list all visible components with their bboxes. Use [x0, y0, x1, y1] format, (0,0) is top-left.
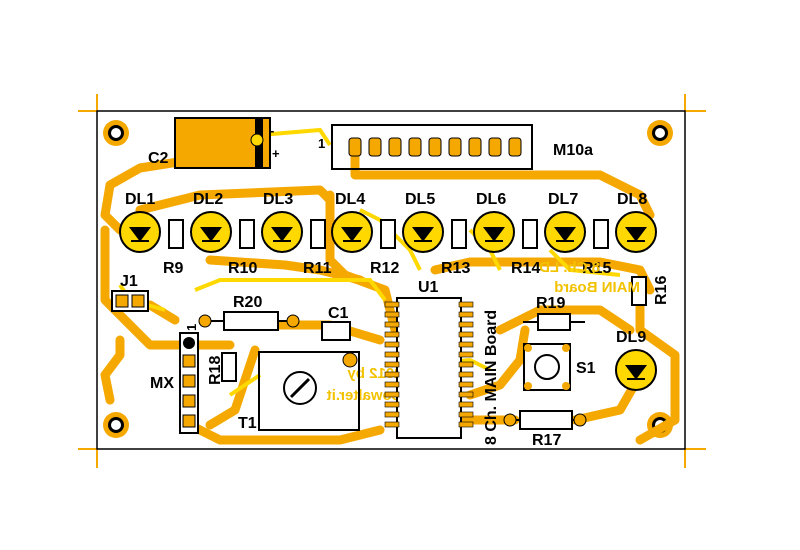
c1-label: C1 — [328, 305, 349, 322]
led-label: DL7 — [548, 191, 578, 208]
crop-marks — [78, 94, 706, 468]
led-label: DL2 — [193, 191, 223, 208]
mirror-title-2: MAIN Board — [554, 279, 640, 296]
led-label: DL8 — [617, 191, 647, 208]
resistor-r19: R19 — [523, 295, 585, 331]
resistor-r16: R16 — [631, 276, 670, 306]
resistor-r13: R13 — [441, 219, 470, 277]
connector-m10a: 1 M10a — [318, 124, 593, 170]
resistor-r12: R12 — [370, 219, 399, 277]
u1-label: U1 — [418, 279, 439, 296]
j1-label: J1 — [120, 273, 138, 290]
mirror-title-1: 8 Ch. LD — [539, 259, 600, 276]
led-label: DL1 — [125, 191, 155, 208]
c2-plus-label: + — [272, 146, 280, 161]
led-dl5: DL5 — [402, 191, 444, 253]
led-dl4: DL4 — [331, 191, 373, 253]
resistor-label: R15 — [582, 260, 611, 277]
r18-label: R18 — [207, 356, 224, 385]
led-dl6: DL6 — [473, 191, 515, 253]
board-vertical-label: 8 Ch. MAIN Board — [483, 310, 500, 445]
r19-label: R19 — [536, 295, 565, 312]
led-label: DL4 — [335, 191, 365, 208]
resistor-label: R11 — [303, 260, 332, 277]
ic-u1: U1 — [384, 279, 474, 439]
resistor-r9: R9 — [163, 219, 184, 277]
resistor-r17: R17 — [503, 410, 587, 449]
resistor-label: R12 — [370, 260, 399, 277]
connector-pin1-label: 1 — [318, 136, 325, 151]
c2-minus-label: - — [270, 123, 274, 138]
mx-pin1-label: 1 — [184, 324, 199, 331]
header-mx: 1 MX — [150, 324, 199, 434]
connector-label: M10a — [553, 142, 593, 159]
led-dl7: DL7 — [544, 191, 586, 253]
resistor-label: R14 — [511, 260, 540, 277]
jumper-j1: J1 — [111, 273, 149, 312]
led-dl3: DL3 — [261, 191, 303, 253]
resistor-r20: R20 — [198, 294, 300, 331]
resistor-row: R9 R10 R11 R12 R13 R14 R15 — [163, 219, 611, 277]
dl9-label: DL9 — [616, 329, 646, 346]
capacitor-c1: C1 — [321, 305, 351, 341]
led-row: DL1 DL2 DL3 DL4 DL5 DL6 DL7 DL8 — [119, 191, 657, 253]
led-label: DL6 — [476, 191, 506, 208]
led-label: DL5 — [405, 191, 435, 208]
switch-s1: S1 — [523, 343, 596, 391]
led-dl2: DL2 — [190, 191, 232, 253]
led-dl9: DL9 — [615, 329, 657, 391]
resistor-r10: R10 — [228, 219, 257, 277]
resistor-r15: R15 — [582, 219, 611, 277]
c2-label: C2 — [148, 150, 169, 167]
led-dl8: DL8 — [615, 191, 657, 253]
t1-label: T1 — [238, 415, 257, 432]
s1-label: S1 — [576, 360, 596, 377]
trimmer-t1: T1 — [238, 351, 360, 432]
mx-label: MX — [150, 375, 174, 392]
capacitor-c2: C2 - + — [148, 117, 280, 169]
resistor-label: R10 — [228, 260, 257, 277]
resistor-label: R9 — [163, 260, 184, 277]
led-dl1: DL1 — [119, 191, 161, 253]
led-label: DL3 — [263, 191, 293, 208]
r17-label: R17 — [532, 432, 561, 449]
r16-label: R16 — [653, 276, 670, 305]
resistor-r18: R18 — [207, 352, 237, 385]
r20-label: R20 — [233, 294, 262, 311]
resistor-label: R13 — [441, 260, 470, 277]
resistor-r11: R11 — [303, 219, 332, 277]
resistor-r14: R14 — [511, 219, 540, 277]
